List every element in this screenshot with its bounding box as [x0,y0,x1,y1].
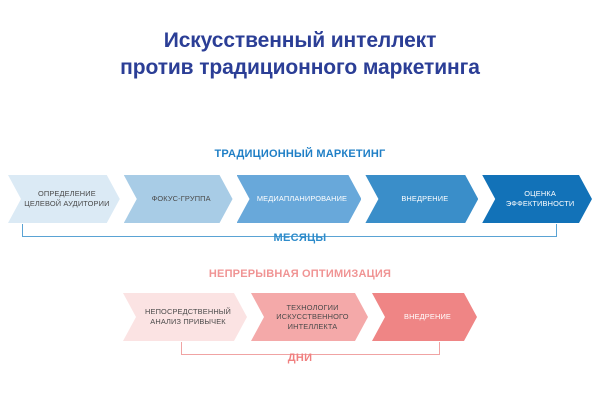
process-step-label: ФОКУС-ГРУППА [151,194,211,204]
process-step-continuous-1[interactable]: НЕПОСРЕДСТВЕННЫЙ АНАЛИЗ ПРИВЫЧЕК [123,293,247,341]
duration-bracket-continuous [181,342,440,355]
process-step-traditional-5[interactable]: ОЦЕНКА ЭФФЕКТИВНОСТИ [482,175,592,223]
section-heading-traditional-marketing: ТРАДИЦИОННЫЙ МАРКЕТИНГ [214,148,386,160]
duration-label-days: ДНИ [287,352,313,364]
process-step-traditional-1[interactable]: ОПРЕДЕЛЕНИЕ ЦЕЛЕВОЙ АУДИТОРИИ [8,175,120,223]
process-step-label: МЕДИАПЛАНИРОВАНИЕ [256,194,348,204]
process-step-label: ОПРЕДЕЛЕНИЕ ЦЕЛЕВОЙ АУДИТОРИИ [24,189,110,208]
process-step-continuous-2[interactable]: ТЕХНОЛОГИИ ИСКУССТВЕННОГО ИНТЕЛЛЕКТА [251,293,368,341]
section-heading-continuous-optimization: НЕПРЕРЫВНАЯ ОПТИМИЗАЦИЯ [208,268,392,280]
process-step-label: ВНЕДРЕНИЕ [401,194,449,204]
process-step-traditional-4[interactable]: ВНЕДРЕНИЕ [365,175,478,223]
duration-bracket-traditional [22,224,557,237]
process-step-label: ВНЕДРЕНИЕ [404,312,451,322]
process-step-continuous-3[interactable]: ВНЕДРЕНИЕ [372,293,477,341]
process-step-traditional-2[interactable]: ФОКУС-ГРУППА [124,175,233,223]
process-row-traditional: ОПРЕДЕЛЕНИЕ ЦЕЛЕВОЙ АУДИТОРИИ ФОКУС-ГРУПП… [8,175,592,223]
page-title: Искусственный интеллект против традицион… [0,27,600,81]
process-step-label: ТЕХНОЛОГИИ ИСКУССТВЕННОГО ИНТЕЛЛЕКТА [276,302,349,331]
process-step-label: ОЦЕНКА ЭФФЕКТИВНОСТИ [505,189,575,208]
process-step-traditional-3[interactable]: МЕДИАПЛАНИРОВАНИЕ [237,175,362,223]
page-title-line-2: против традиционного маркетинга [120,56,480,79]
process-step-label: НЕПОСРЕДСТВЕННЫЙ АНАЛИЗ ПРИВЫЧЕК [145,307,231,326]
duration-label-months: МЕСЯЦЫ [273,232,327,244]
page-title-line-1: Искусственный интеллект [163,29,437,52]
process-row-continuous: НЕПОСРЕДСТВЕННЫЙ АНАЛИЗ ПРИВЫЧЕК ТЕХНОЛОГ… [123,293,477,341]
